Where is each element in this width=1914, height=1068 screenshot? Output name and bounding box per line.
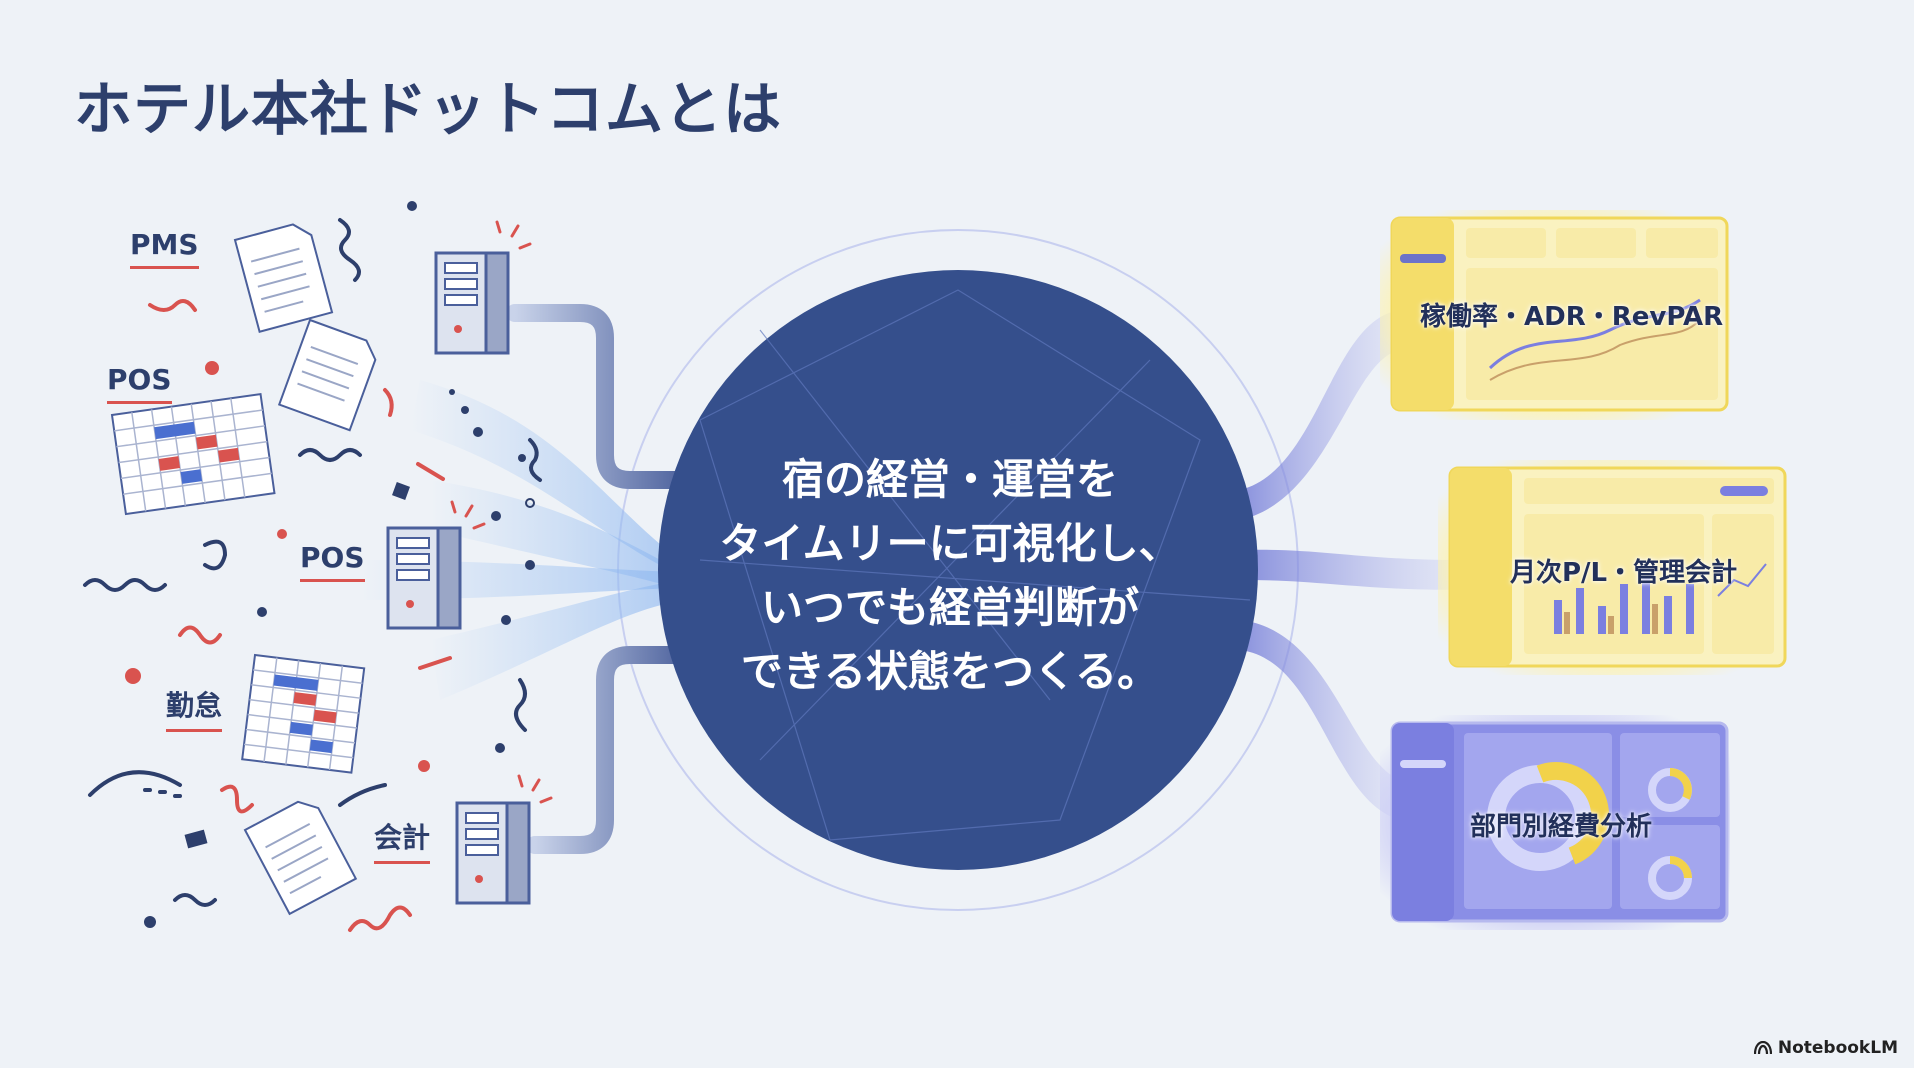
hub-line: できる状態をつくる。 bbox=[740, 647, 1160, 696]
notebooklm-logo-icon bbox=[1753, 1041, 1772, 1055]
server-icon bbox=[386, 526, 462, 630]
scatter-shapes bbox=[184, 482, 535, 849]
central-hub bbox=[658, 270, 1258, 870]
spreadsheet-icon bbox=[110, 392, 276, 516]
output-label-expense: 部門別経費分析 bbox=[1470, 812, 1653, 842]
right-flow-beams bbox=[1240, 310, 1460, 820]
branding-text: NotebookLM bbox=[1777, 1038, 1898, 1058]
scatter-red-dots bbox=[125, 361, 430, 772]
expense-dashboard-card bbox=[1380, 715, 1730, 930]
hub-line: タイムリーに可視化し、 bbox=[719, 519, 1181, 568]
hub-message: 宿の経営・運営を タイムリーに可視化し、 いつでも経営判断が できる状態をつくる… bbox=[680, 448, 1220, 704]
pl-dashboard-card bbox=[1438, 460, 1788, 675]
scatter-red-squiggles bbox=[148, 299, 452, 932]
source-label-pos-2: POS bbox=[300, 541, 365, 582]
source-label-pos: POS bbox=[107, 363, 172, 404]
hub-line: 宿の経営・運営を bbox=[781, 455, 1118, 504]
kpi-dashboard-card bbox=[1380, 210, 1730, 420]
source-label-accounting: 会計 bbox=[374, 816, 431, 864]
scatter-squiggles bbox=[83, 218, 542, 907]
server-pipes bbox=[462, 304, 699, 854]
notebooklm-branding: NotebookLM bbox=[1753, 1038, 1898, 1058]
document-icon bbox=[233, 223, 334, 333]
source-label-pms: PMS bbox=[130, 228, 199, 269]
hub-line: いつでも経営判断が bbox=[760, 583, 1139, 632]
source-label-attendance: 勤怠 bbox=[166, 684, 223, 732]
document-icon bbox=[243, 800, 358, 916]
server-icon bbox=[455, 801, 531, 905]
spreadsheet-icon bbox=[241, 653, 366, 774]
server-icon bbox=[434, 251, 510, 355]
server-spark-marks bbox=[450, 220, 553, 804]
output-label-pl: 月次P/L・管理会計 bbox=[1510, 558, 1738, 588]
hub-network-lines bbox=[699, 289, 1251, 841]
scatter-dots bbox=[144, 201, 535, 928]
document-icon bbox=[277, 318, 377, 432]
output-label-kpi: 稼働率・ADR・RevPAR bbox=[1420, 302, 1724, 332]
page-title: ホテル本社ドットコムとは bbox=[74, 75, 783, 143]
